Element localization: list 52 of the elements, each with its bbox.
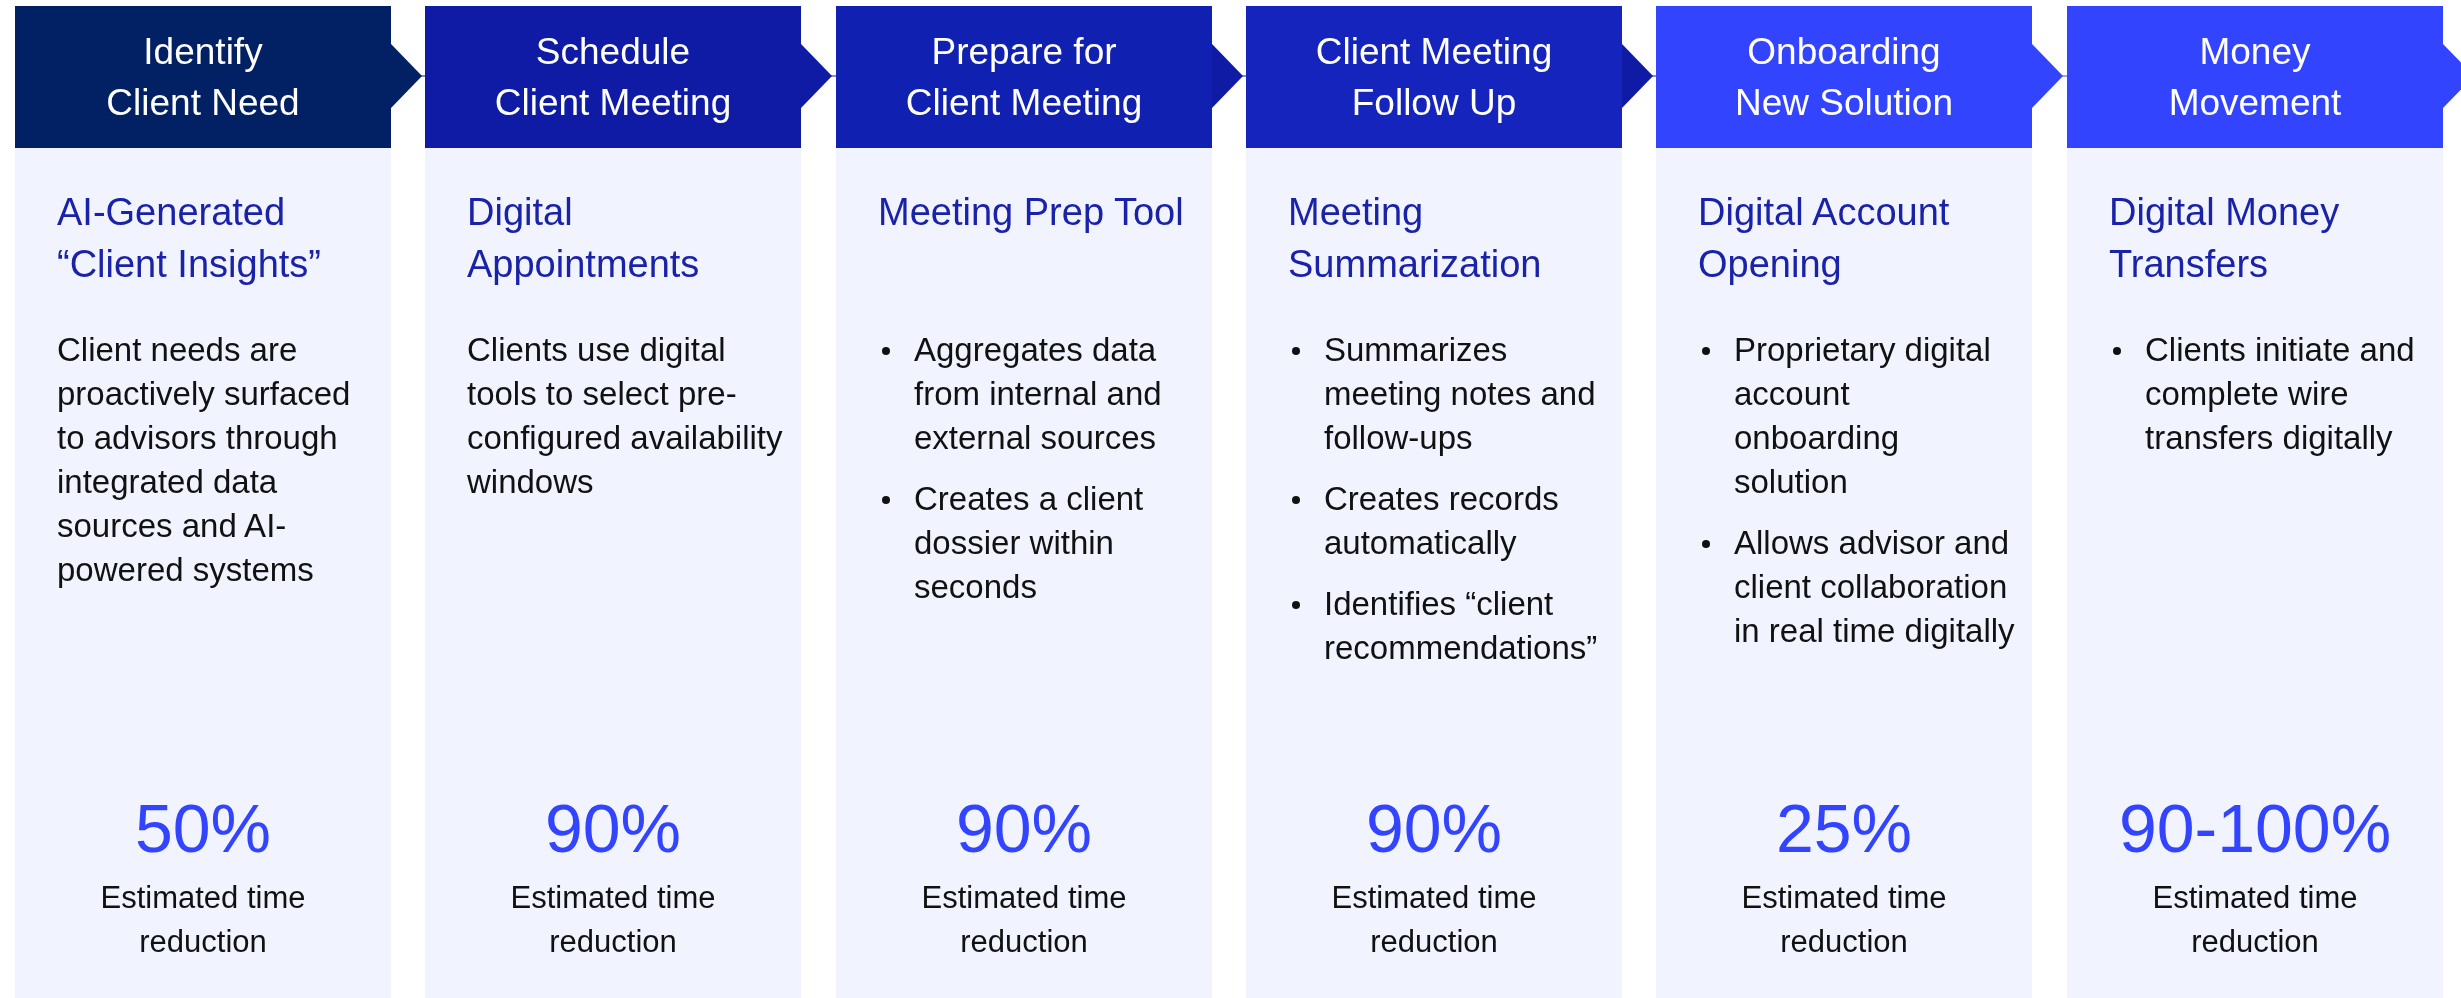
metric-caption: Estimated time reduction xyxy=(1330,879,1538,961)
step-title: Client Meeting Follow Up xyxy=(1314,30,1554,125)
step-title: Onboarding New Solution xyxy=(1734,30,1954,125)
card-heading: Meeting Prep Tool xyxy=(878,190,1185,235)
percentage-value: 90-100% xyxy=(2117,789,2393,868)
card-heading: Digital Appointments xyxy=(467,190,701,287)
bullet-text: Creates a client dossier within seconds xyxy=(878,477,1198,609)
step-header xyxy=(2067,6,2443,148)
metric-caption: Estimated time reduction xyxy=(920,879,1128,961)
card-heading: AI-Generated “Client Insights” xyxy=(57,190,322,287)
bullet-text: Summarizes meeting notes and follow-ups xyxy=(1288,328,1608,460)
bullet-text: Aggregates data from internal and external sources xyxy=(878,328,1198,460)
card-heading: Digital Account Opening xyxy=(1698,190,1951,287)
step-title: Schedule Client Meeting xyxy=(493,30,733,125)
step-header xyxy=(1656,6,2032,148)
percentage-value: 90% xyxy=(1364,789,1504,868)
bullet-text: Clients initiate and complete wire transfers digitally xyxy=(2109,328,2429,460)
percentage-value: 90% xyxy=(543,789,683,868)
detail-card xyxy=(425,148,801,998)
chevron-arrow xyxy=(390,44,426,108)
bullet-text: Allows advisor and client collaboration in real time digitally xyxy=(1698,521,2018,653)
detail-card xyxy=(15,148,391,998)
chevron-arrow xyxy=(2031,44,2068,108)
step-title: Money Movement xyxy=(2167,30,2343,125)
metric-caption: Estimated time reduction xyxy=(99,879,307,961)
percentage-value: 25% xyxy=(1774,789,1914,868)
percentage-value: 90% xyxy=(954,789,1094,868)
detail-card xyxy=(836,148,1212,998)
card-heading: Digital Money Transfers xyxy=(2109,190,2341,287)
bullet-text: Proprietary digital account onboarding solution xyxy=(1698,328,2018,504)
card-heading: Meeting Summarization xyxy=(1288,190,1543,287)
description-text: Clients use digital tools to select pre-configured availability windows xyxy=(467,330,784,502)
detail-card xyxy=(2067,148,2443,998)
step-header xyxy=(425,6,801,148)
metric-caption: Estimated time reduction xyxy=(509,879,717,961)
detail-card xyxy=(1246,148,1622,998)
metric-caption: Estimated time reduction xyxy=(1740,879,1948,961)
metric-caption: Estimated time reduction xyxy=(2151,879,2359,961)
detail-card xyxy=(1656,148,2032,998)
description-text: Client needs are proactively surfaced to advisors through integrated data sources and AI-powered systems xyxy=(57,330,352,590)
bullet-text: Identifies “client recommendations” xyxy=(1288,582,1608,670)
step-header xyxy=(836,6,1212,148)
step-header xyxy=(15,6,391,148)
percentage-value: 50% xyxy=(133,789,273,868)
chevron-arrow xyxy=(800,44,837,108)
bullet-text: Creates records automatically xyxy=(1288,477,1608,565)
step-title: Prepare for Client Meeting xyxy=(904,30,1144,125)
chevron-arrow xyxy=(1211,44,1247,108)
chevron-arrow xyxy=(1621,44,1657,108)
step-header xyxy=(1246,6,1622,148)
step-title: Identify Client Need xyxy=(105,30,301,125)
chevron-arrow xyxy=(2442,44,2461,108)
